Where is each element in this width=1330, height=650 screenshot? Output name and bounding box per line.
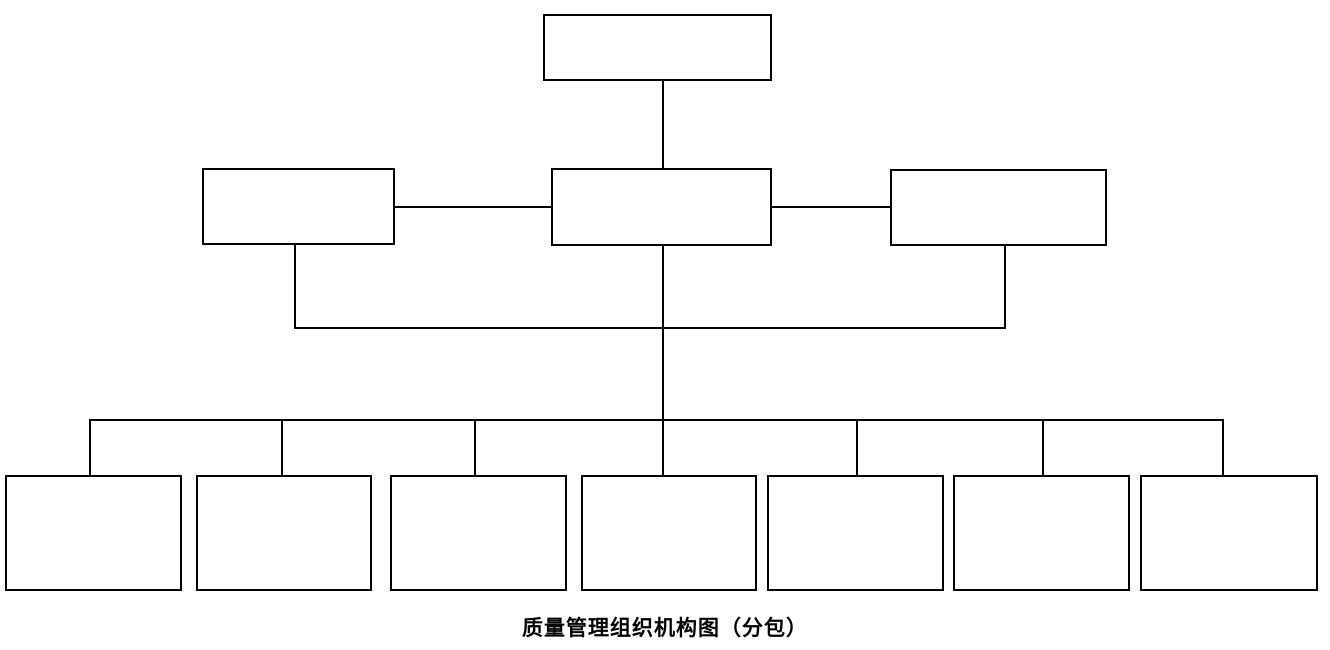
connector-c-right-drop	[1004, 245, 1006, 329]
org-node-n-level2-right[interactable]	[890, 169, 1107, 246]
connector-c-leaf-drop-2	[281, 419, 283, 476]
connector-c-leaf-drop-6	[1042, 419, 1044, 476]
chart-caption: 质量管理组织机构图（分包）	[522, 616, 808, 640]
connector-c-right-link	[771, 206, 891, 208]
org-node-n-level3-5[interactable]	[767, 475, 944, 591]
connector-c-midbus	[294, 327, 1006, 329]
connector-c-leaf-drop-3	[474, 419, 476, 476]
connector-c-leaf-drop-1	[89, 419, 91, 476]
org-node-n-level1-1[interactable]	[543, 14, 772, 81]
org-node-n-level3-6[interactable]	[953, 475, 1130, 591]
connector-c-leaf-drop-7	[1222, 419, 1224, 476]
connector-c-bottom-bus	[89, 419, 1224, 421]
connector-c-center-spine	[662, 245, 664, 422]
connector-c-left-drop	[294, 244, 296, 329]
connector-c-leaf-drop-5	[856, 419, 858, 476]
org-node-n-level3-7[interactable]	[1140, 475, 1318, 591]
org-node-n-level3-4[interactable]	[581, 475, 757, 591]
org-node-n-level2-center[interactable]	[551, 168, 772, 246]
connector-c-top-drop	[662, 81, 664, 169]
connector-c-leaf-drop-4	[662, 419, 664, 476]
connector-c-left-link	[394, 206, 552, 208]
org-node-n-level3-3[interactable]	[390, 475, 567, 591]
org-node-n-level2-left[interactable]	[202, 168, 395, 245]
org-node-n-level3-1[interactable]	[5, 475, 182, 591]
org-node-n-level3-2[interactable]	[196, 475, 372, 591]
